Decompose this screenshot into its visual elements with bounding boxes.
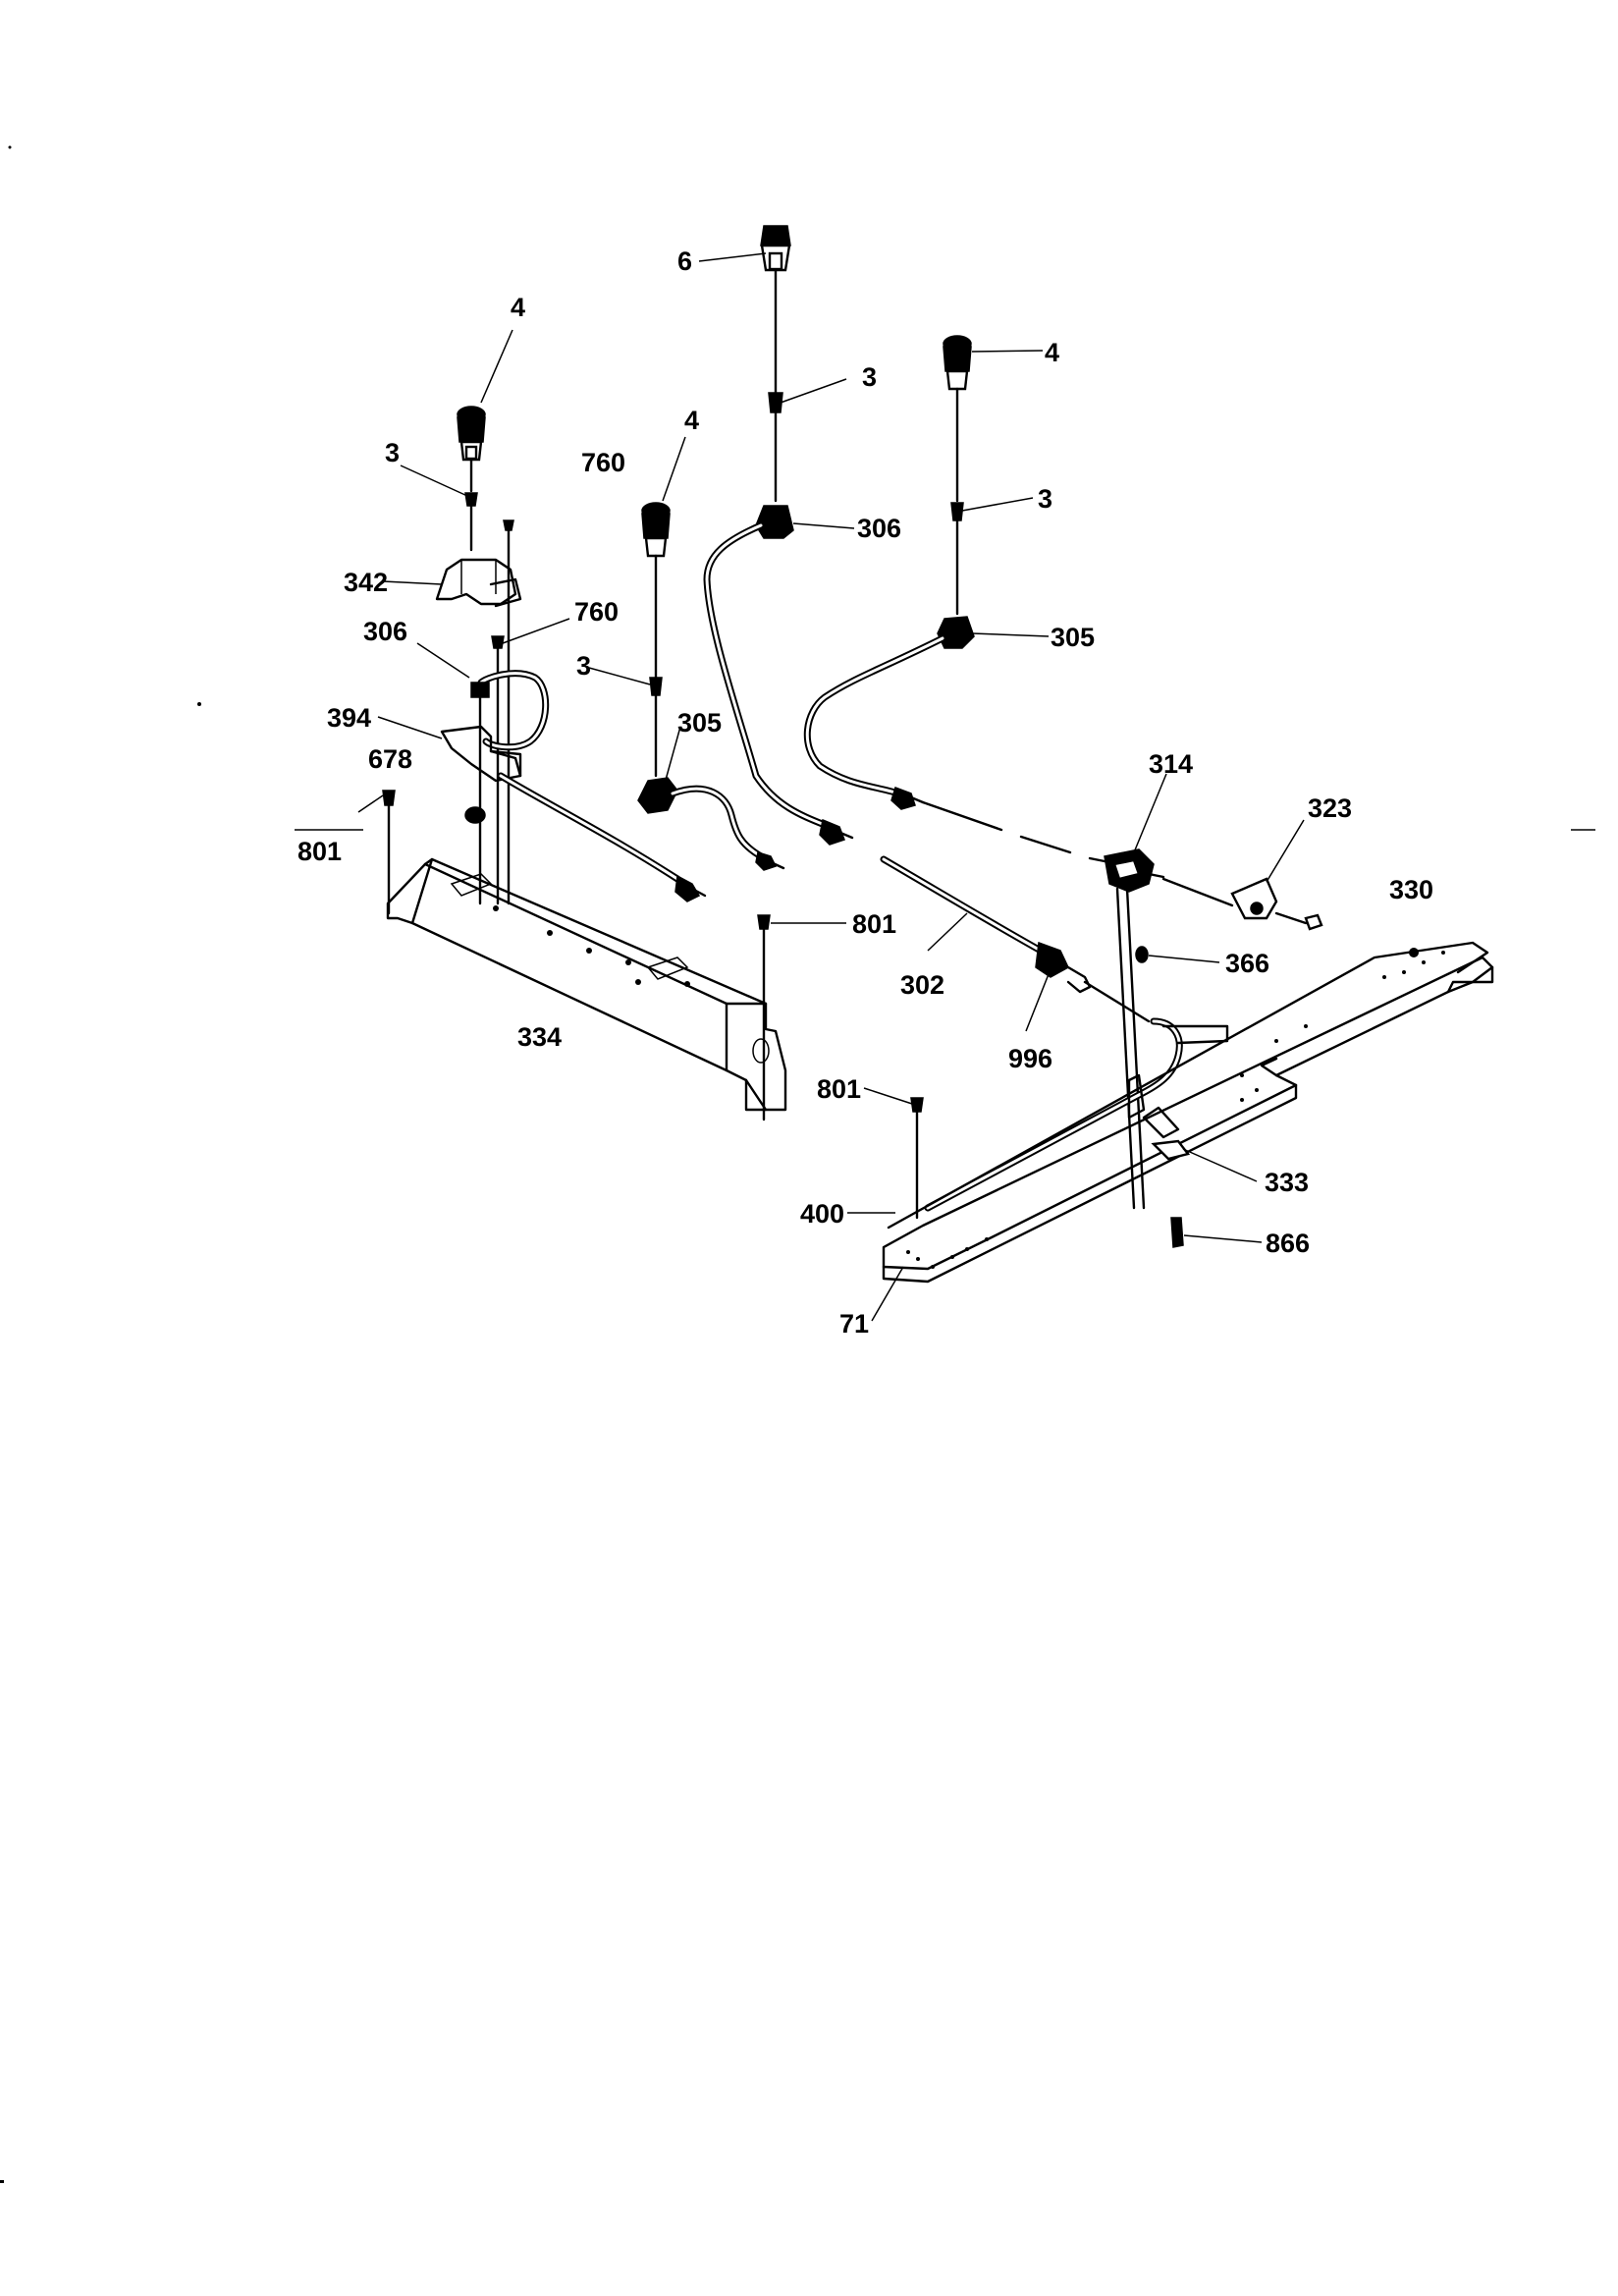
burner-tube-400: [924, 1017, 1229, 1212]
label-3-top: 3: [862, 362, 877, 392]
label-305-right: 305: [1051, 623, 1095, 652]
igniter-314: [1104, 848, 1165, 1210]
screw-866: [1170, 1217, 1184, 1248]
nut-366: [1135, 946, 1149, 963]
label-302: 302: [900, 970, 944, 1000]
label-4-left: 4: [511, 293, 525, 322]
leader-lines: [295, 252, 1305, 1322]
screw-801-left: [382, 790, 396, 915]
valve-knob-left: [457, 406, 486, 552]
valve-knob-mid: [637, 502, 678, 814]
screw-801-low: [910, 1097, 924, 1220]
label-801-mid: 801: [852, 909, 896, 939]
valve-6-top: [755, 225, 794, 539]
label-306-top: 306: [857, 514, 901, 543]
label-314: 314: [1149, 749, 1193, 779]
label-760-top: 760: [581, 448, 625, 477]
label-334: 334: [517, 1022, 562, 1052]
label-366: 366: [1225, 949, 1269, 978]
label-6: 6: [677, 246, 692, 276]
screw-760-top: [503, 519, 514, 905]
tube-306-top: [703, 521, 854, 846]
tube-305-mid: [669, 785, 785, 871]
part-labels: 4 3 760 342 306 760 394 678 801 4 3 305 …: [297, 246, 1433, 1339]
label-306-left: 306: [363, 617, 407, 646]
scan-marks: [0, 145, 1595, 2183]
label-760-mid: 760: [574, 597, 619, 627]
label-678: 678: [368, 744, 412, 774]
label-4-right: 4: [1045, 338, 1059, 367]
label-71: 71: [839, 1309, 869, 1339]
label-333: 333: [1265, 1168, 1309, 1197]
tube-305-right: [803, 634, 946, 810]
label-400: 400: [800, 1199, 844, 1229]
label-3-right: 3: [1038, 484, 1052, 514]
screw-801-mid: [757, 914, 771, 1121]
base-plate-71: [882, 941, 1494, 1284]
label-342: 342: [344, 568, 388, 597]
bracket-334: [386, 857, 787, 1112]
label-394: 394: [327, 703, 371, 733]
label-801-low: 801: [817, 1074, 861, 1104]
label-866: 866: [1266, 1229, 1310, 1258]
fitting-323: [1161, 877, 1323, 931]
tube-left-to-burner: [497, 772, 707, 902]
screw-678: [464, 806, 486, 824]
valve-knob-right: [937, 335, 975, 649]
manifold-left-loop: [470, 670, 550, 905]
gas-line-314: [921, 800, 1121, 866]
label-3-left: 3: [385, 438, 400, 467]
thermocouple-302: [880, 855, 1151, 1023]
label-3-mid: 3: [576, 651, 591, 681]
label-801-left: 801: [297, 837, 342, 866]
bracket-394: [440, 725, 522, 783]
label-305-mid: 305: [677, 708, 722, 738]
label-330: 330: [1389, 875, 1433, 904]
label-996: 996: [1008, 1044, 1052, 1073]
label-4-mid: 4: [684, 406, 699, 435]
label-323: 323: [1308, 793, 1352, 823]
bracket-333: [1151, 1139, 1191, 1161]
